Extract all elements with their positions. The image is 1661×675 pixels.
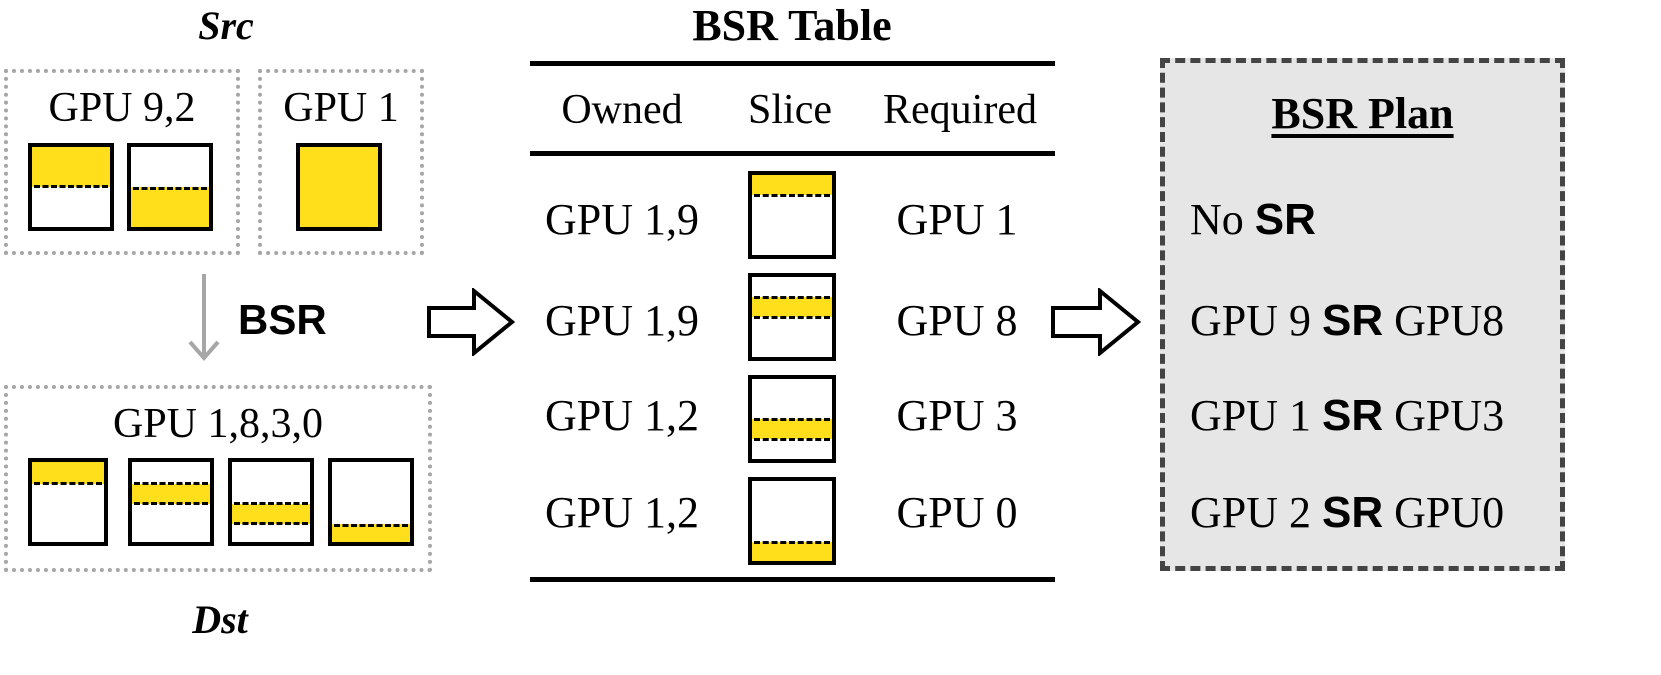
plan-line: GPU 2 SR GPU0 <box>1190 488 1505 537</box>
col-header-slice: Slice <box>748 87 832 133</box>
table-title: BSR Table <box>692 1 892 50</box>
dst-slice-block <box>228 458 314 546</box>
right-arrow-icon <box>427 288 516 356</box>
row-required: GPU 3 <box>896 391 1018 440</box>
table-bottom-rule <box>530 577 1055 582</box>
plan-title: BSR Plan <box>1271 89 1454 138</box>
src-group-a <box>4 69 240 255</box>
plan-line: GPU 1 SR GPU3 <box>1190 391 1505 440</box>
row-owned: GPU 1,9 <box>544 195 700 244</box>
src-group-a-label: GPU 9,2 <box>48 85 196 131</box>
plan-line: GPU 9 SR GPU8 <box>1190 296 1505 345</box>
row-required: GPU 8 <box>896 296 1018 345</box>
src-full-block <box>296 143 382 231</box>
table-header-rule <box>530 151 1055 156</box>
table-slice-block <box>748 273 836 361</box>
src-group-b-label: GPU 1 <box>283 85 399 131</box>
col-header-required: Required <box>883 87 1037 133</box>
dst-group-label: GPU 1,8,3,0 <box>112 401 324 447</box>
table-slice-block <box>748 375 836 463</box>
right-arrow-icon <box>1051 288 1142 356</box>
table-slice-block <box>748 477 836 565</box>
dst-slice-block <box>328 458 414 546</box>
dst-slice-block <box>28 458 108 546</box>
bsr-plan-panel <box>1160 58 1565 571</box>
dst-title: Dst <box>192 597 248 642</box>
dst-slice-block <box>128 458 214 546</box>
col-header-owned: Owned <box>561 87 683 133</box>
bsr-transition-label: BSR <box>238 296 327 343</box>
src-slice-block <box>127 143 213 231</box>
src-group-b <box>258 69 424 255</box>
table-slice-block <box>748 171 836 259</box>
table-top-rule <box>530 61 1055 66</box>
plan-line: No SR <box>1190 195 1316 244</box>
row-owned: GPU 1,2 <box>544 391 700 440</box>
row-required: GPU 0 <box>896 488 1018 537</box>
row-owned: GPU 1,9 <box>544 296 700 345</box>
src-title: Src <box>198 3 254 48</box>
dst-group <box>4 385 432 572</box>
down-arrow-icon <box>188 274 220 362</box>
row-owned: GPU 1,2 <box>544 488 700 537</box>
row-required: GPU 1 <box>896 195 1018 244</box>
src-slice-block <box>28 143 114 231</box>
